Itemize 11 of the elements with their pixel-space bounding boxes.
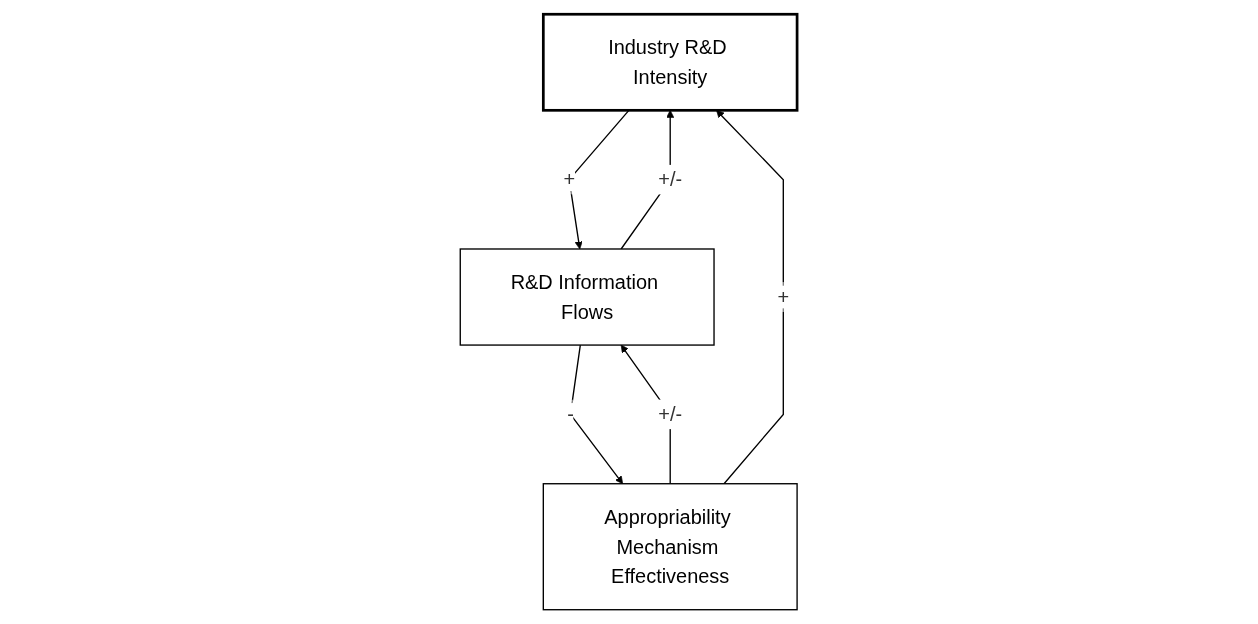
edge-label: - [567, 403, 575, 426]
node-box [542, 12, 799, 112]
edge-label: +/- [658, 403, 683, 426]
edge-label: + [777, 285, 790, 309]
edge-label: +/- [658, 168, 683, 191]
arrow [570, 344, 624, 485]
diagram: + +/- - +/- + Industry R&D Intensity R&D Information Flows Appropriability Mechanism Effectiveness [453, 7, 805, 617]
node-box [542, 483, 799, 611]
arrow [716, 110, 785, 485]
edge-label: + [563, 168, 576, 191]
node-box [459, 248, 716, 346]
